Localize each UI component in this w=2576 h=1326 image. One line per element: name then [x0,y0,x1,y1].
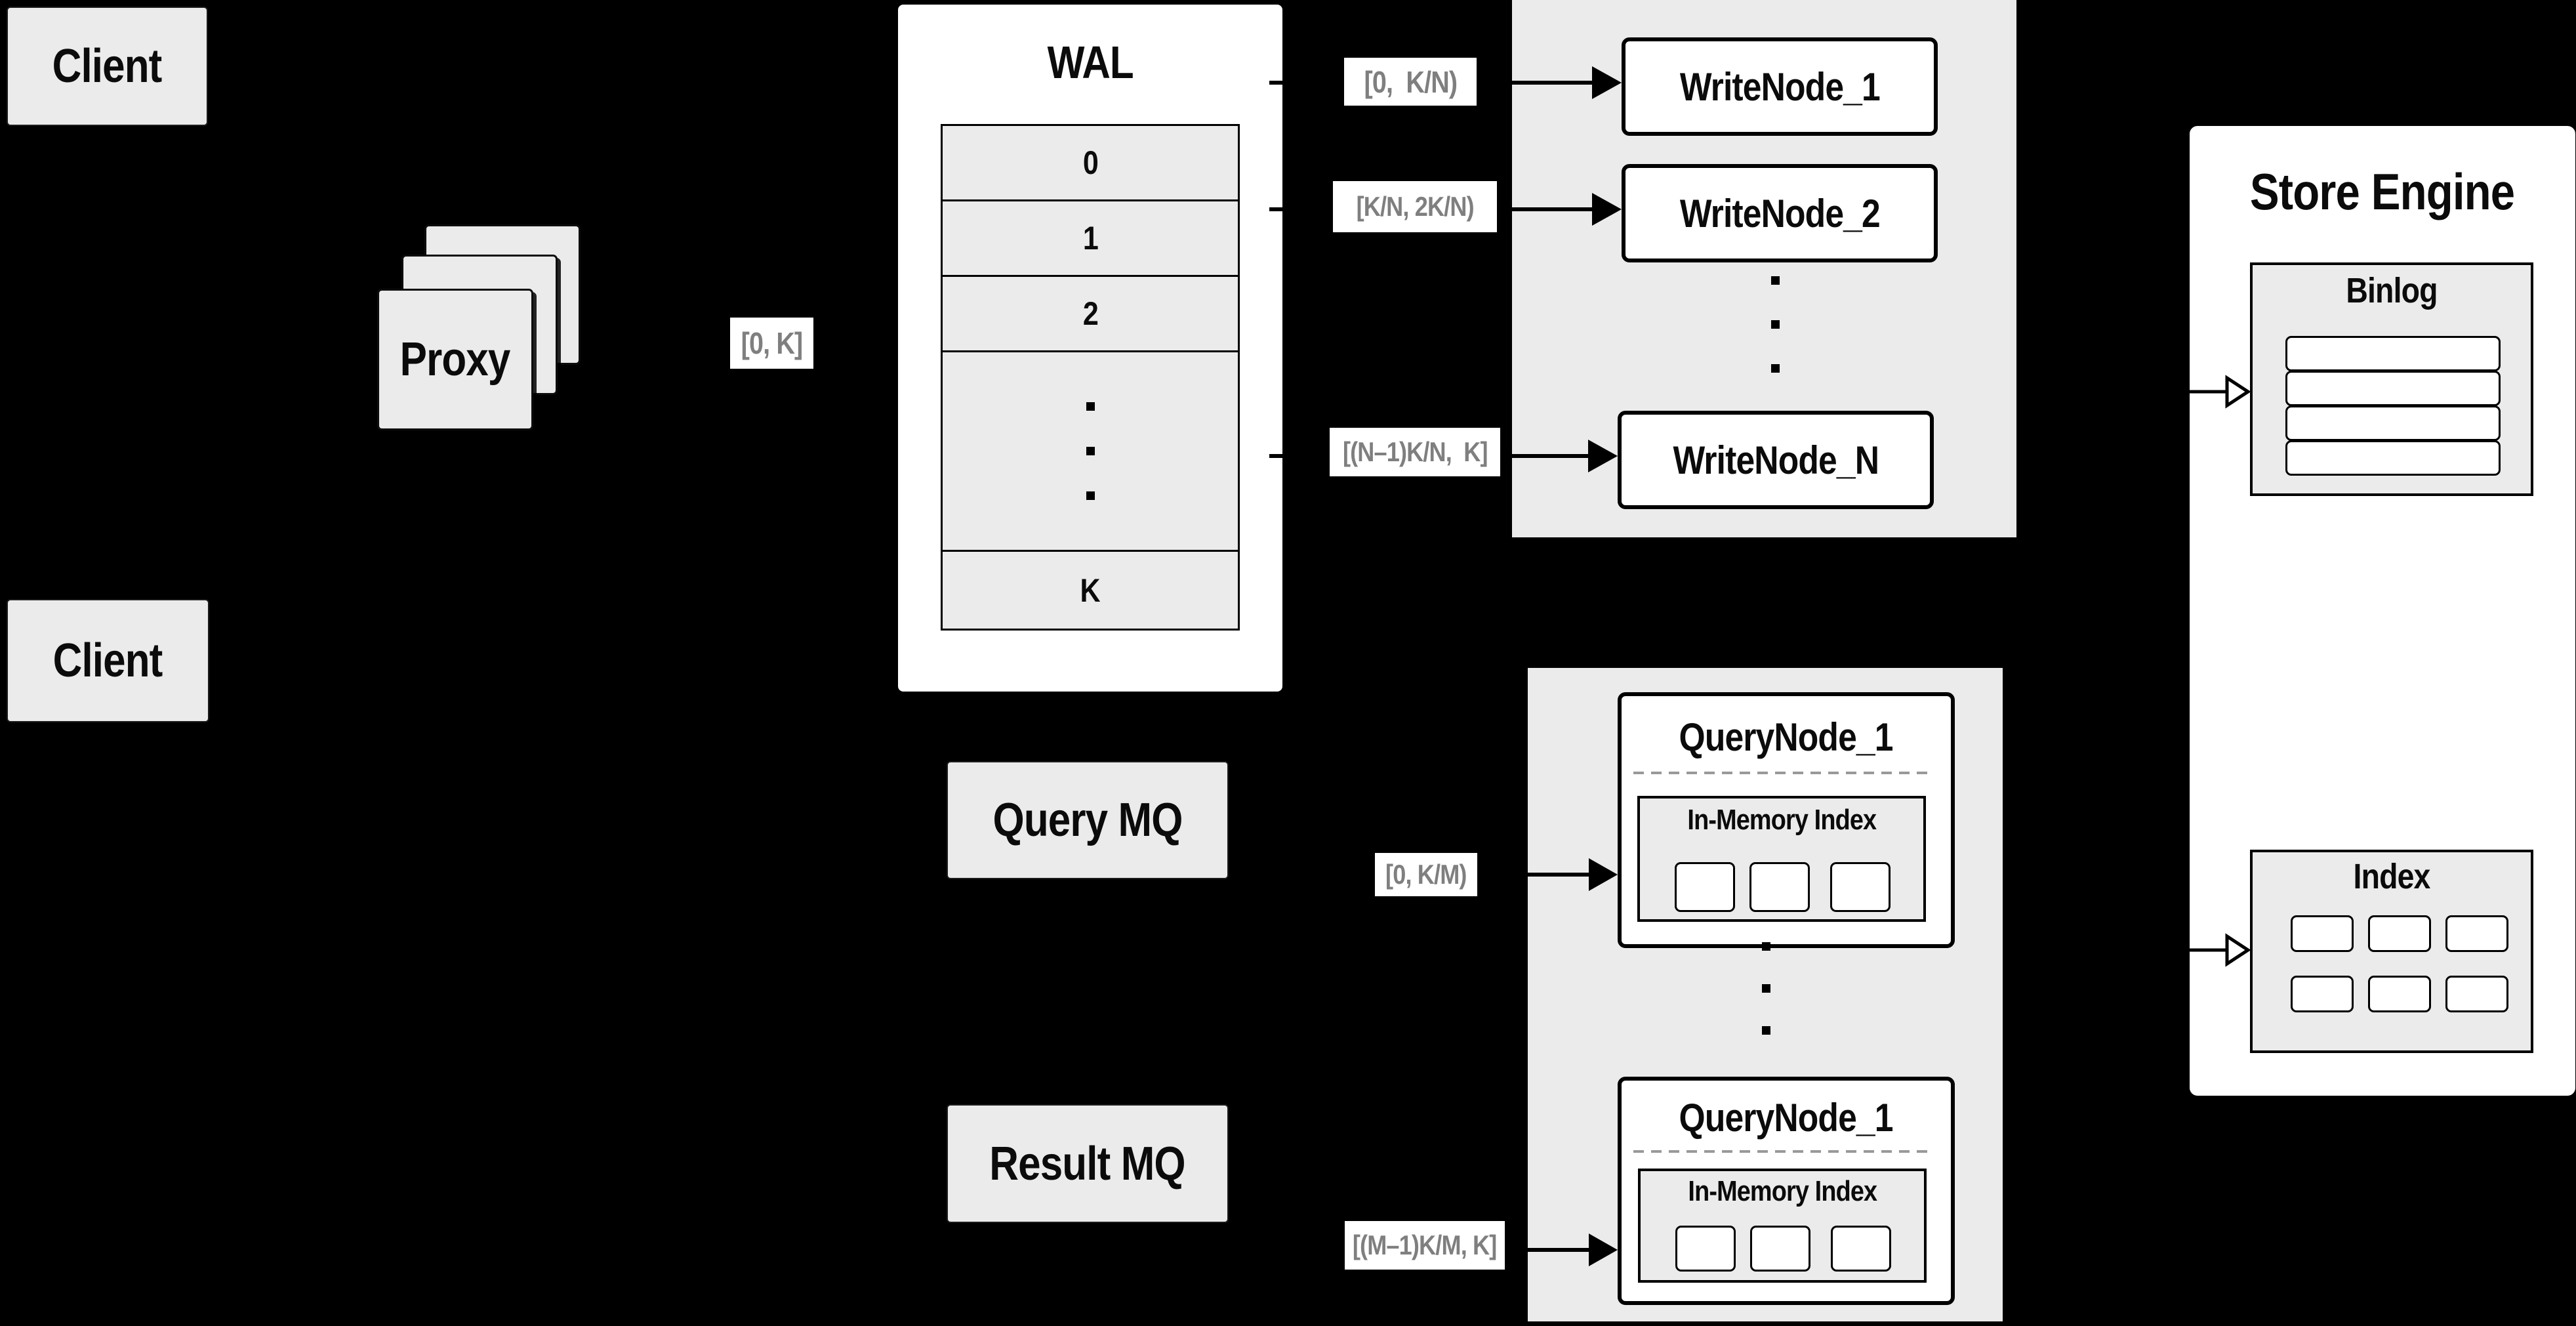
proxy-label: Proxy [400,333,511,386]
range-chip-write-n: [(N–1)K/N, K] [1330,428,1500,476]
client-top-label: Client [52,40,163,93]
range-chip-proxy-out: [0, K] [730,318,813,369]
index-segment [1750,1226,1810,1272]
wal-row-2: 2 [943,275,1238,350]
arrow-to-querynode-top [1477,858,1618,891]
index-segment [2368,915,2431,952]
query-node-top-divider [1633,772,1931,774]
in-memory-index-top-title: In-Memory Index [1687,804,1877,836]
index-segment [1830,862,1891,912]
query-node-bottom-title: QueryNode_1 [1679,1096,1894,1140]
proxy-box: Proxy [377,289,533,430]
ellipsis-dots [1771,276,1780,373]
in-memory-index-bottom-box: In-Memory Index [1638,1169,1927,1283]
in-memory-index-top-box: In-Memory Index [1637,796,1926,922]
wal-box: WAL 0 1 2 K [895,2,1285,694]
wal-row-k: K [943,550,1238,629]
query-node-top-title: QueryNode_1 [1679,715,1894,759]
index-segment [2291,915,2354,952]
write-node-n-box: WriteNode_N [1618,411,1934,509]
index-segment [2368,976,2431,1012]
write-node-2-box: WriteNode_2 [1622,164,1938,262]
binlog-segment [2285,371,2501,406]
binlog-title: Binlog [2346,271,2438,310]
range-chip-write-2: [K/N, 2K/N) [1333,181,1497,232]
client-top-box: Client [7,7,208,126]
client-bottom-label: Client [53,634,163,687]
wal-title: WAL [1047,37,1134,88]
wal-row-1: 1 [943,199,1238,275]
wal-row-0: 0 [1082,144,1098,181]
index-segment [1831,1226,1891,1272]
range-chip-query-top: [0, K/M) [1375,853,1477,896]
index-segment [2445,915,2508,952]
result-mq-label: Result MQ [989,1137,1186,1190]
index-segment [2291,976,2354,1012]
result-mq-box: Result MQ [947,1104,1229,1223]
wal-row-ellipsis [943,350,1238,550]
query-mq-label: Query MQ [992,794,1183,846]
index-segment [1749,862,1810,912]
write-node-1-box: WriteNode_1 [1622,37,1938,136]
index-box: Index [2250,850,2533,1053]
query-node-bottom-divider [1633,1150,1931,1153]
binlog-segment [2285,405,2501,441]
ellipsis-dots [1762,942,1770,1035]
index-title: Index [2353,857,2430,896]
in-memory-index-bottom-title: In-Memory Index [1688,1175,1877,1207]
wal-segment-table: 0 1 2 K [941,124,1240,631]
client-bottom-box: Client [7,599,209,722]
ellipsis-dots [1086,402,1095,500]
index-segment [1675,862,1735,912]
arrow-into-index [2189,933,2251,967]
index-segment [1675,1226,1736,1272]
binlog-box: Binlog [2250,262,2533,496]
index-segment [2445,976,2508,1012]
store-engine-title: Store Engine [2250,163,2515,220]
range-chip-query-bottom: [(M–1)K/M, K] [1345,1221,1505,1270]
binlog-segment [2285,440,2501,476]
range-chip-write-1: [0, K/N) [1344,58,1477,106]
arrow-into-binlog [2189,375,2251,409]
query-mq-box: Query MQ [947,761,1229,879]
binlog-segment [2285,336,2501,371]
arrow-to-querynode-bottom [1505,1233,1618,1266]
